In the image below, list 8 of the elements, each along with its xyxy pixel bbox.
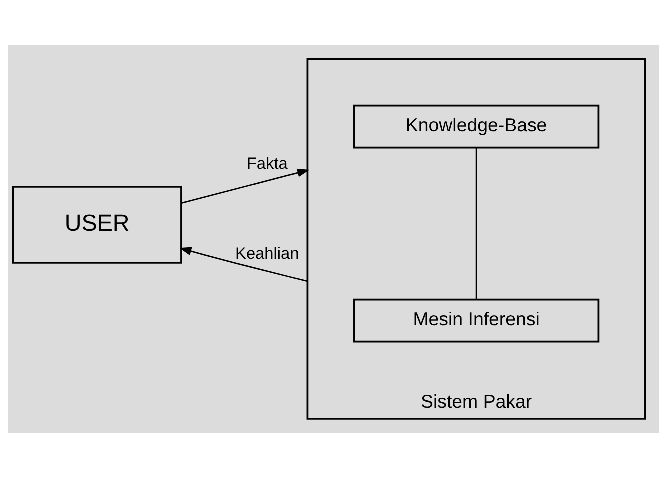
node-box: Knowledge-Base bbox=[354, 104, 600, 149]
node-box: Mesin Inferensi bbox=[354, 298, 600, 343]
node-box: USER bbox=[12, 186, 182, 264]
arrow bbox=[179, 247, 308, 282]
arrow bbox=[182, 168, 310, 204]
edge-label: Fakta bbox=[246, 155, 288, 174]
edge-label: Keahlian bbox=[236, 245, 300, 264]
connector bbox=[476, 148, 478, 300]
